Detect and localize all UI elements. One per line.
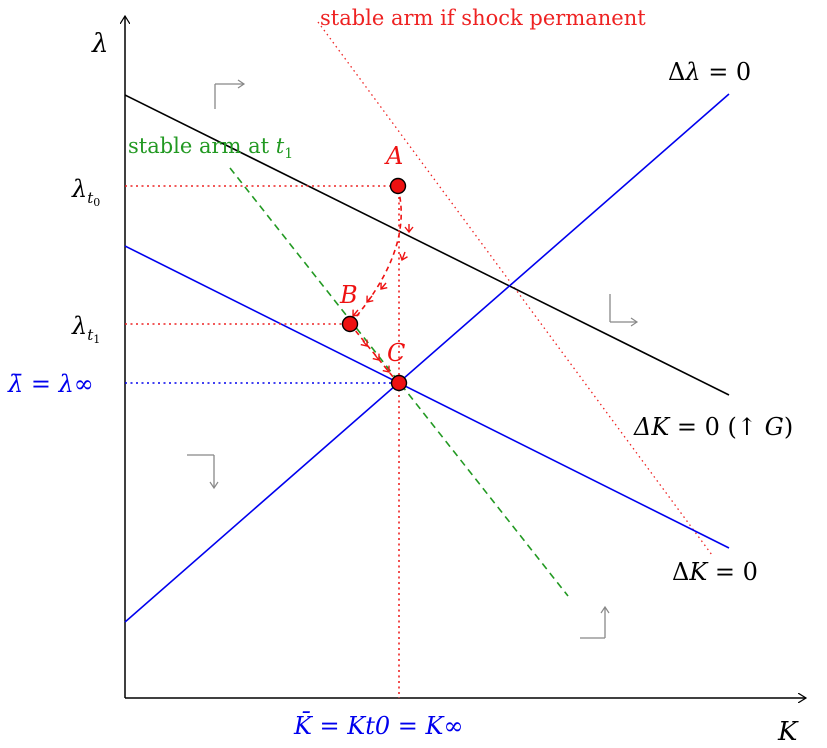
trajectory-a-to-b: [349, 187, 402, 325]
trajectory-arrow-8: [382, 365, 390, 373]
point-a: [389, 177, 407, 195]
trajectory-arrow-3: [380, 282, 388, 290]
up-right-arrow-icon: [214, 79, 246, 109]
delta-k-zero-shifted-label: ΔK = 0 (↑ G): [633, 413, 793, 441]
y-axis-label: λ: [91, 29, 108, 59]
point-b-label: B: [339, 281, 358, 309]
tick-lambda-bar: λ̄ = λ∞: [7, 370, 94, 398]
point-a-label: A: [384, 142, 403, 170]
trajectory-arrow-6: [360, 339, 368, 347]
stable-arm-permanent-label: stable arm if shock permanent: [320, 6, 646, 30]
point-b: [341, 315, 359, 333]
trajectory-arrow-2: [399, 251, 408, 262]
trajectory-b-to-c: [349, 323, 399, 384]
stable-arm-t1-line: [229, 167, 569, 597]
tick-lambda-t0: λt0: [71, 175, 100, 209]
x-axis-label: K: [777, 717, 799, 747]
delta-lambda-zero-label: Δλ = 0: [668, 58, 751, 86]
point-c-label: C: [387, 339, 405, 367]
delta-k-zero-line: [124, 245, 730, 549]
up-left-arrow-icon: [580, 605, 610, 639]
stable-arm-t1-label: stable arm at t1: [128, 134, 293, 162]
point-c: [390, 374, 408, 392]
tick-lambda-t1: λt1: [71, 312, 100, 346]
trajectory-arrow-4: [366, 295, 374, 303]
down-left-arrow-icon: [187, 454, 219, 490]
delta-k-zero-shifted-line: [124, 94, 730, 396]
trajectory-arrow-5: [352, 309, 360, 317]
trajectory-arrow-7: [372, 353, 380, 361]
tick-k-bar: K̄ = Kt0 = K∞: [293, 712, 463, 740]
down-right-arrow-icon: [609, 294, 639, 327]
delta-k-zero-label: ΔK = 0: [672, 558, 758, 586]
delta-lambda-zero-line: [124, 93, 730, 623]
